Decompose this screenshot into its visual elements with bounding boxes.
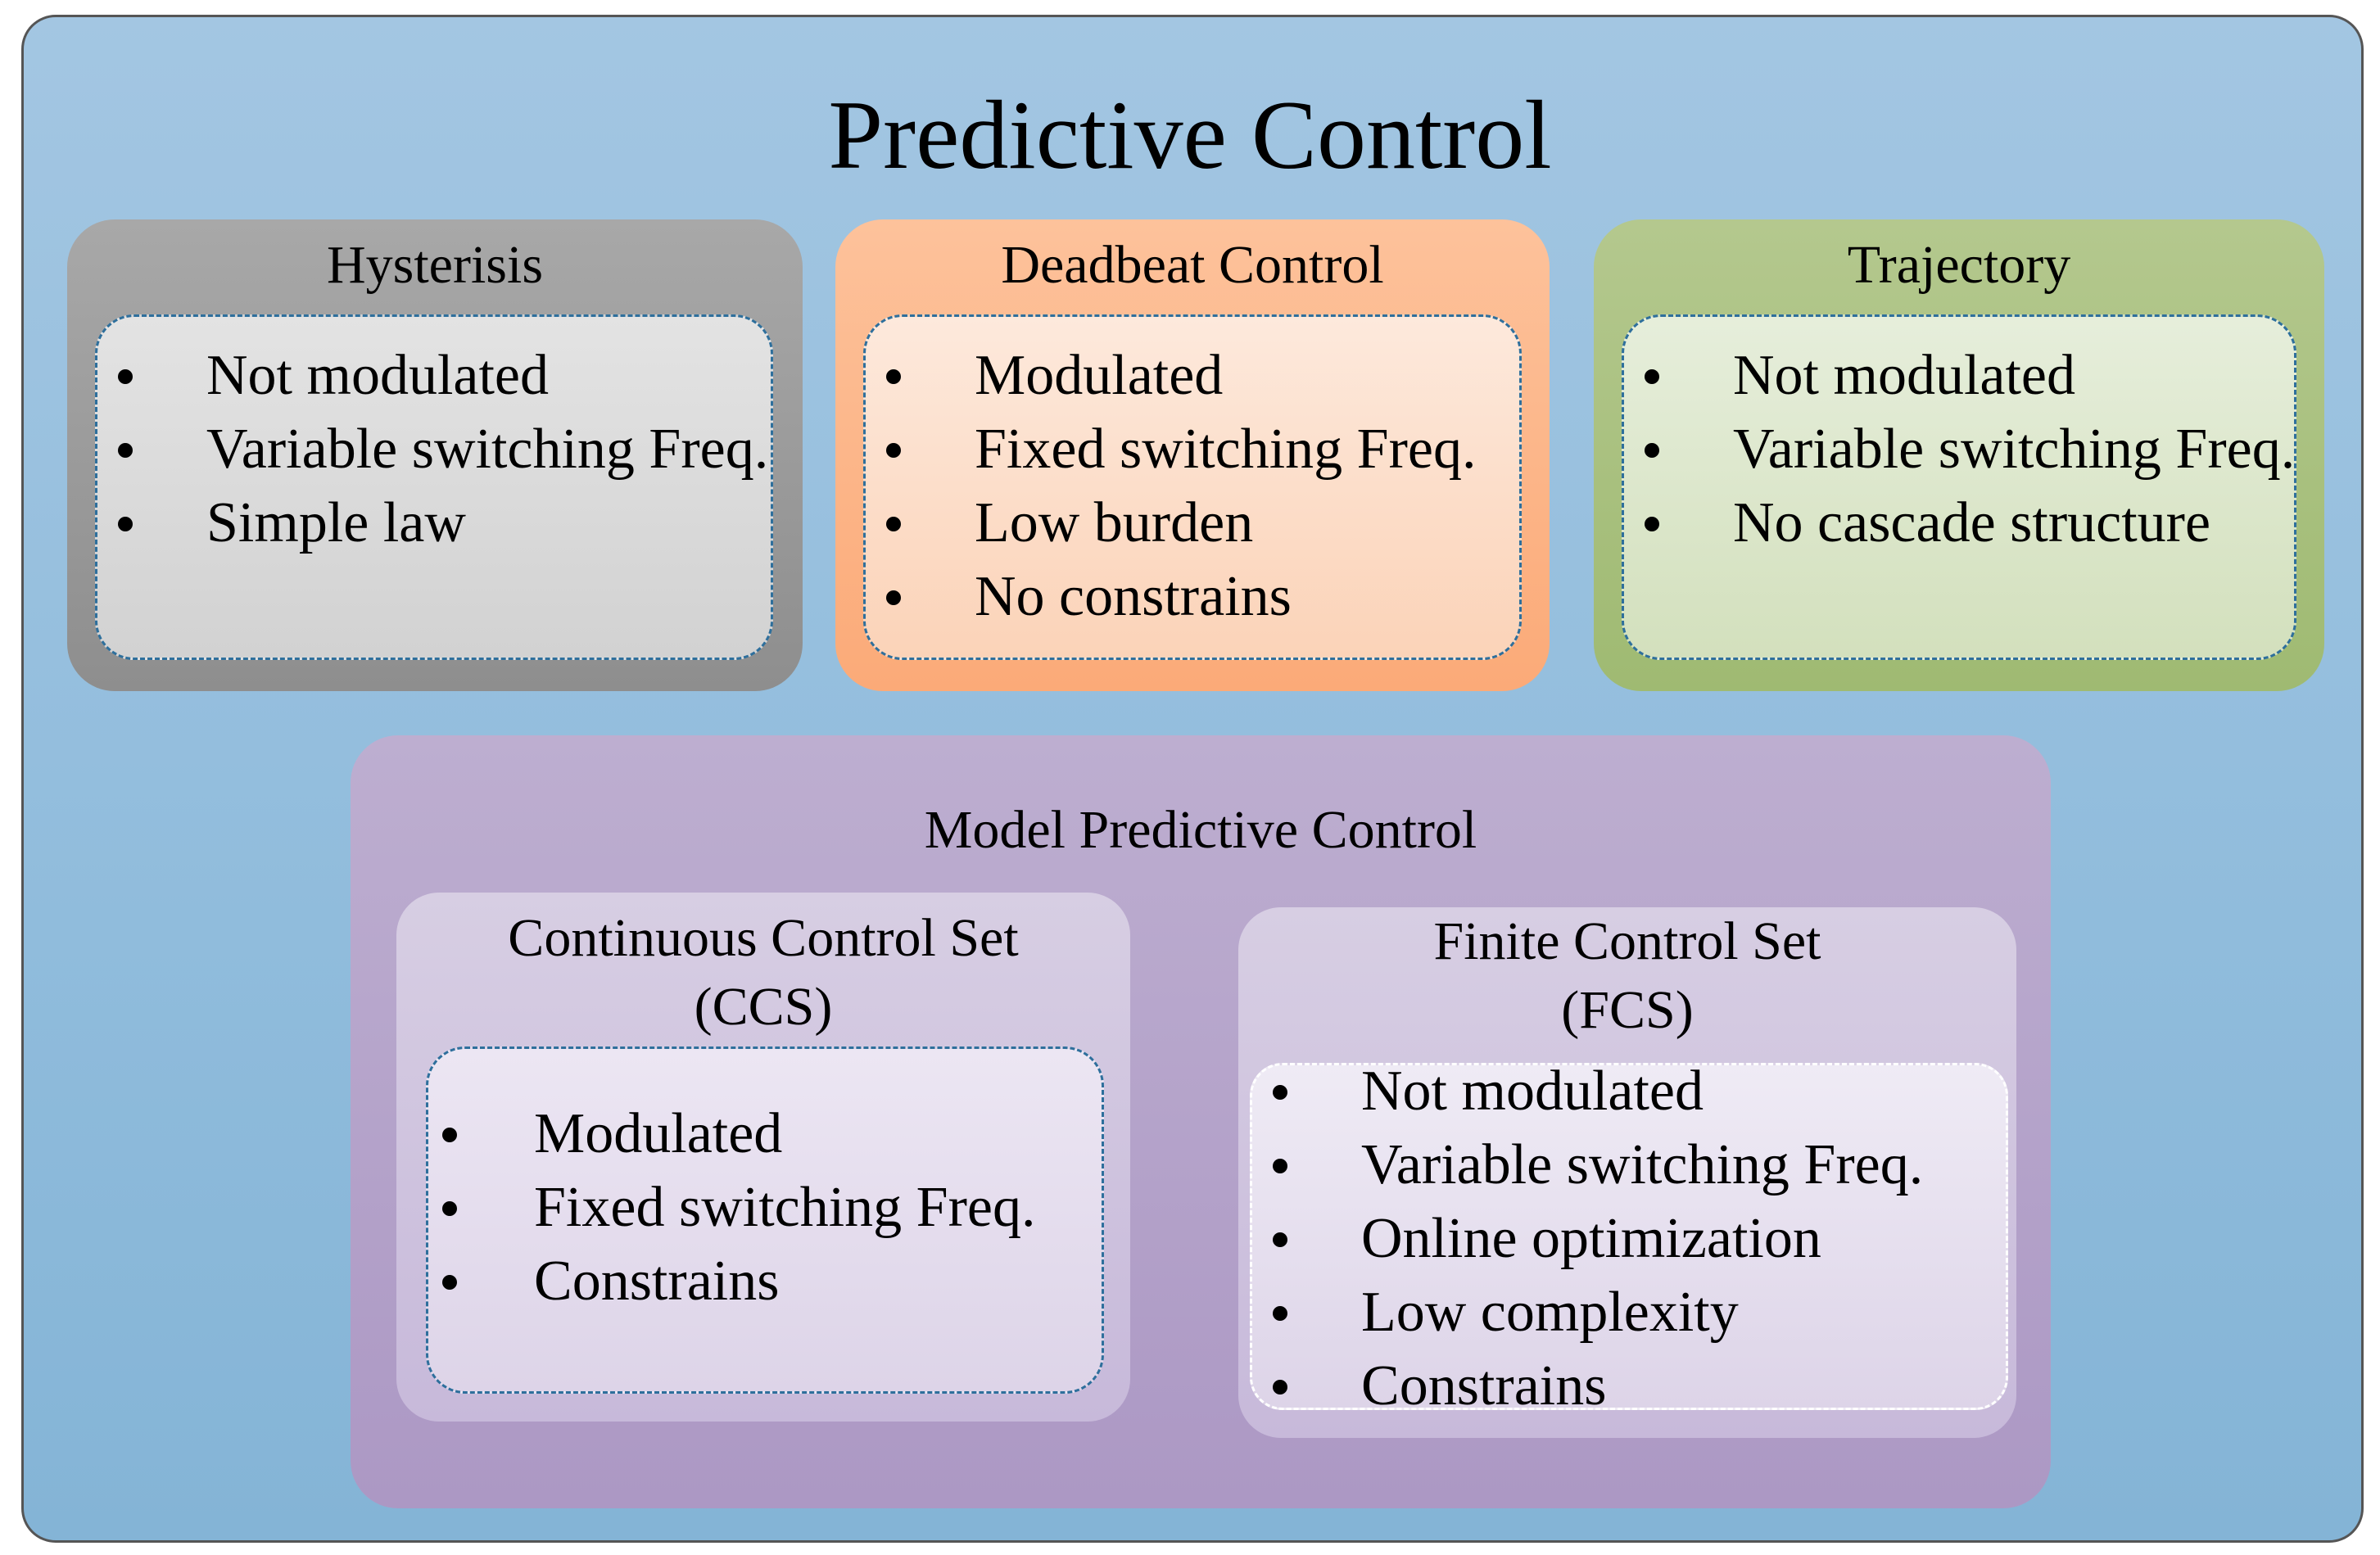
ccs-feature: Modulated [442, 1097, 1075, 1171]
deadbeat-control-card: Deadbeat Control Modulated Fixed switchi… [835, 219, 1550, 691]
deadbeat-feature-list: Modulated Fixed switching Freq. Low burd… [886, 339, 1532, 634]
trajectory-title: Trajectory [1847, 235, 2071, 295]
fcs-feature: Low complexity [1273, 1276, 2008, 1349]
trajectory-feature: Variable switching Freq. [1645, 413, 2298, 486]
fcs-title-line2: (FCS) [1561, 980, 1694, 1040]
ccs-title-line1: Continuous Control Set [508, 908, 1019, 968]
hysterisis-card: Hysterisis Not modulated Variable switch… [67, 219, 803, 691]
deadbeat-control-title: Deadbeat Control [1001, 235, 1384, 295]
ccs-feature-list: Modulated Fixed switching Freq. Constrai… [442, 1097, 1075, 1318]
hysterisis-feature: Variable switching Freq. [118, 413, 771, 486]
fcs-title: Finite Control Set (FCS) [1238, 907, 2016, 1045]
hysterisis-features-box [95, 314, 773, 660]
trajectory-features-box [1622, 314, 2296, 660]
fcs-card: Finite Control Set (FCS) Not modulated V… [1238, 907, 2016, 1438]
hysterisis-feature: Simple law [118, 486, 771, 560]
ccs-features-box [426, 1046, 1104, 1394]
fcs-feature: Online optimization [1273, 1202, 2008, 1276]
deadbeat-feature: Modulated [886, 339, 1532, 413]
trajectory-feature: No cascade structure [1645, 486, 2298, 560]
ccs-card: Continuous Control Set (CCS) Modulated F… [396, 893, 1130, 1422]
diagram-title: Predictive Control [828, 80, 1552, 189]
mpc-title: Model Predictive Control [924, 800, 1477, 860]
trajectory-feature-list: Not modulated Variable switching Freq. N… [1645, 339, 2298, 560]
trajectory-card: Trajectory Not modulated Variable switch… [1594, 219, 2324, 691]
deadbeat-feature: Low burden [886, 486, 1532, 560]
deadbeat-features-box [863, 314, 1522, 660]
deadbeat-feature: No constrains [886, 560, 1532, 634]
ccs-title-line2: (CCS) [694, 977, 833, 1037]
hysterisis-feature: Not modulated [118, 339, 771, 413]
trajectory-feature: Not modulated [1645, 339, 2298, 413]
ccs-feature: Fixed switching Freq. [442, 1171, 1075, 1245]
fcs-features-box [1250, 1063, 2008, 1410]
hysterisis-feature-list: Not modulated Variable switching Freq. S… [118, 339, 771, 560]
ccs-feature: Constrains [442, 1245, 1075, 1318]
ccs-title: Continuous Control Set (CCS) [396, 904, 1130, 1042]
fcs-feature: Not modulated [1273, 1055, 2008, 1128]
fcs-feature: Variable switching Freq. [1273, 1128, 2008, 1202]
fcs-feature-list: Not modulated Variable switching Freq. O… [1273, 1055, 2008, 1423]
model-predictive-control-card: Model Predictive Control Continuous Cont… [351, 735, 2051, 1508]
fcs-feature: Constrains [1273, 1349, 2008, 1423]
fcs-title-line1: Finite Control Set [1433, 911, 1821, 971]
deadbeat-feature: Fixed switching Freq. [886, 413, 1532, 486]
hysterisis-title: Hysterisis [327, 235, 543, 295]
